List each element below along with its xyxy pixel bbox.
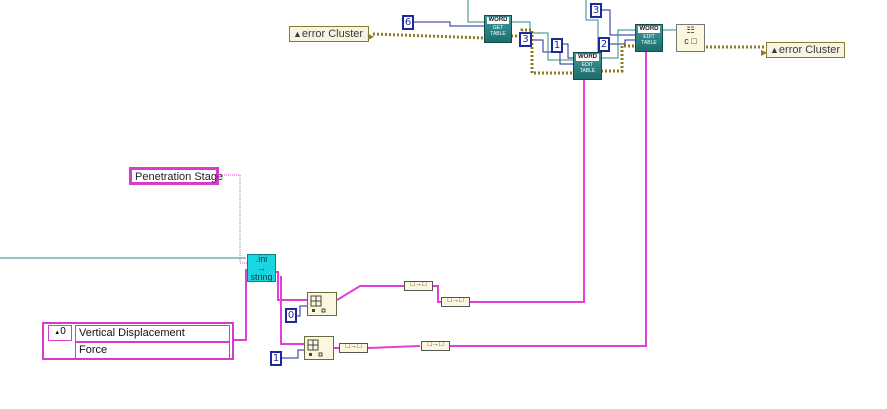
wire-penetration	[218, 174, 248, 264]
wire-1-to-index	[281, 349, 305, 359]
error-cluster-icon: ▲	[293, 29, 302, 39]
wire-1-to-edit	[562, 43, 574, 59]
index-array-function[interactable]	[307, 292, 337, 316]
word-logo-icon: WORD	[638, 26, 660, 33]
index-array-icon	[307, 339, 323, 357]
convert-icon: □→□	[410, 281, 427, 288]
numeric-constant-0[interactable]: 0	[285, 308, 297, 323]
conversion-node[interactable]: □→□	[421, 341, 450, 351]
increment-icon: ▲	[54, 330, 61, 336]
conversion-node[interactable]: □→□	[339, 343, 368, 353]
conversion-node[interactable]: □→□	[441, 297, 470, 307]
word-logo-icon: WORD	[576, 54, 599, 61]
wire-idx1-to-conv	[336, 285, 405, 301]
wire-conv2-to-conv	[367, 345, 421, 349]
wire-refnum-edit2	[601, 29, 636, 59]
wire-refnum-mid	[511, 21, 574, 61]
word-edit-table-vi-2[interactable]: WORD EDIT TABLE	[635, 24, 663, 52]
wire-0-to-index	[296, 305, 307, 317]
numeric-constant-1b[interactable]: 1	[270, 351, 282, 366]
wire-to-edit-table2	[450, 52, 647, 347]
string-wires	[218, 52, 647, 349]
index-array-function-2[interactable]	[304, 336, 334, 360]
vi-label: TABLE	[579, 68, 596, 74]
convert-icon: □→□	[345, 343, 362, 350]
wire-conv-to-conv	[433, 285, 442, 303]
terminal-arrow-icon: ▶	[367, 32, 374, 41]
vi-label: TABLE	[641, 40, 657, 46]
wire-ini-to-index2	[280, 276, 305, 345]
string-constant-penetration-stage[interactable]: Penetration Stage	[129, 167, 223, 185]
array-index-display[interactable]: ▲0	[48, 325, 72, 341]
wire-3b-to-edit2	[601, 9, 636, 36]
doc-icon: c □	[684, 36, 697, 46]
function-label: string	[250, 272, 273, 282]
vi-label: EDIT	[643, 34, 655, 40]
numeric-constant-6[interactable]: 6	[402, 15, 414, 30]
string-array-constant[interactable]: ▲0 Vertical Displacement Force	[42, 322, 234, 360]
array-element[interactable]: Force	[75, 342, 230, 359]
close-reference-function[interactable]: ☷ c □	[676, 24, 705, 52]
numeric-constant-3b[interactable]: 3	[590, 3, 602, 18]
numeric-constant-3[interactable]: 3	[519, 32, 532, 47]
ini-to-string-function[interactable]: .ini → string	[247, 254, 276, 282]
wire-error-in	[372, 32, 486, 40]
error-cluster-in[interactable]: ▲error Cluster ▶	[289, 26, 374, 42]
vi-label: GET	[492, 25, 504, 31]
word-logo-icon: WORD	[487, 17, 509, 24]
wire-refnum-top	[467, 0, 485, 23]
convert-icon: □→□	[427, 341, 444, 348]
array-index-value: 0	[60, 326, 66, 337]
vi-label: TABLE	[490, 31, 506, 37]
word-edit-table-vi[interactable]: WORD EDIT TABLE	[573, 52, 602, 80]
vi-label: EDIT	[581, 62, 594, 68]
close-ref-icon: ☷	[686, 25, 695, 35]
terminal-arrow-icon: ▶	[761, 48, 768, 57]
word-get-table-vi[interactable]: WORD GET TABLE	[484, 15, 512, 43]
wire-ini-to-index1	[276, 271, 308, 301]
wire-error-edit	[601, 44, 636, 73]
numeric-constant-1[interactable]: 1	[551, 38, 563, 53]
numeric-constant-2[interactable]: 2	[598, 37, 610, 52]
numeric-wires	[281, 9, 636, 359]
array-element[interactable]: Vertical Displacement	[75, 325, 230, 342]
function-label: .ini	[255, 254, 268, 264]
error-cluster-out[interactable]: ▶ ▲error Cluster	[761, 42, 845, 58]
wire-2-to-edit2	[609, 39, 636, 45]
error-cluster-icon: ▲	[770, 45, 779, 55]
wire-array-in	[233, 269, 248, 341]
index-array-icon	[310, 295, 326, 313]
conversion-node[interactable]: □→□	[404, 281, 433, 291]
wire-6-to-get-table	[414, 21, 485, 27]
arrow-icon: →	[257, 263, 266, 273]
wire-to-edit-table	[470, 80, 585, 303]
convert-icon: □→□	[447, 297, 464, 304]
